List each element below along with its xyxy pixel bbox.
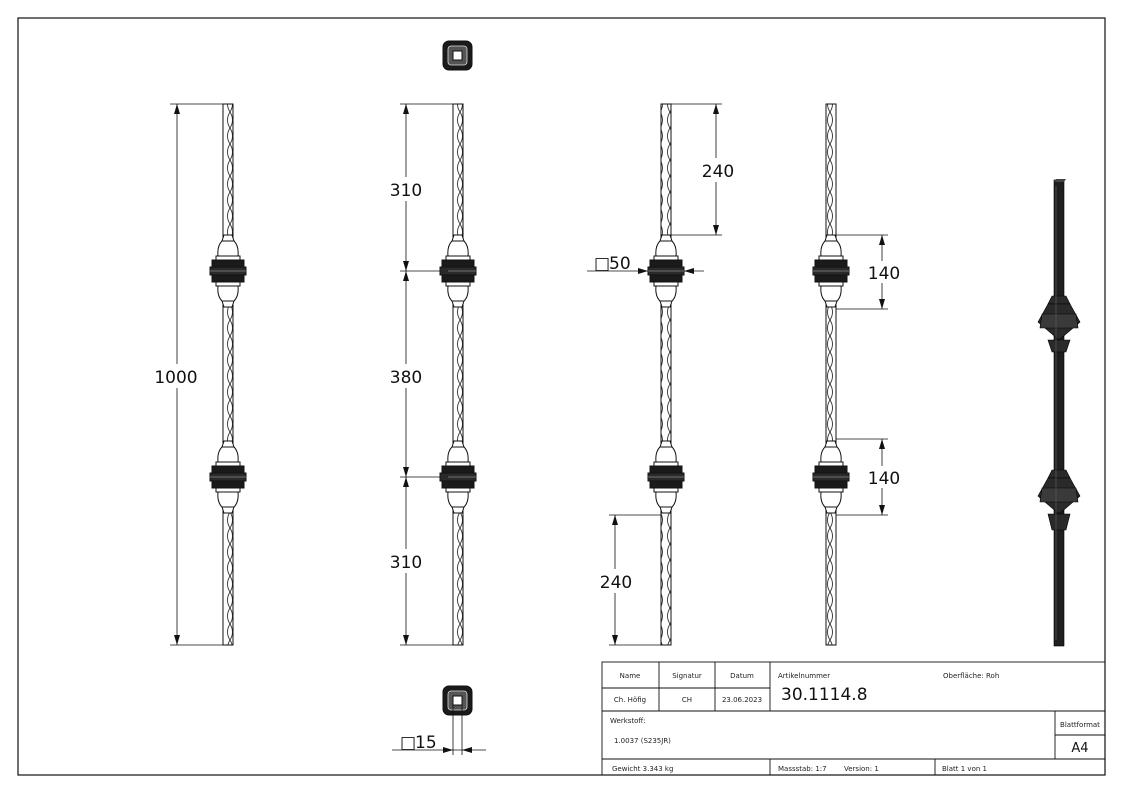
bar-front-view: [209, 103, 247, 646]
dimension-segments: 310 380 310: [389, 103, 453, 646]
material-value: 1.0037 (S235JR): [614, 737, 671, 745]
dimension-text-140-lower: 140: [868, 469, 900, 489]
bar-detail-view: [812, 103, 850, 646]
sheet-format-label: Blattformat: [1060, 721, 1100, 729]
bottom-end-view: □ 15: [392, 685, 486, 755]
dimension-section: 240 240 □ 50: [587, 103, 736, 646]
dimension-text-1000: 1000: [154, 368, 197, 388]
header-date: Datum: [730, 672, 754, 680]
material-label: Werkstoff:: [610, 717, 646, 725]
surface-finish: Oberfläche: Roh: [943, 672, 999, 680]
dimension-knots: 140 140: [836, 234, 902, 516]
bar-3d-render: [1037, 179, 1081, 647]
square-symbol-15: □: [400, 733, 416, 753]
version: Version: 1: [844, 765, 879, 773]
dimension-text-140-upper: 140: [868, 264, 900, 284]
top-end-view: [442, 40, 473, 71]
sheet-number: Blatt 1 von 1: [942, 765, 987, 773]
header-name: Name: [620, 672, 641, 680]
sheet-format-value: A4: [1071, 741, 1088, 756]
bar-section-view: [647, 103, 685, 646]
title-block: [601, 661, 1106, 776]
drawn-by-signature: CH: [682, 696, 692, 704]
scale: Massstab: 1:7: [778, 765, 827, 773]
dimension-text-15: 15: [415, 733, 437, 753]
drawing-frame: [17, 17, 1106, 776]
article-number: 30.1114.8: [781, 685, 868, 705]
drawn-date: 23.06.2023: [722, 696, 762, 704]
dimension-text-310-lower: 310: [390, 553, 422, 573]
weight: Gewicht 3.343 kg: [612, 765, 673, 773]
dimension-text-240-bottom: 240: [600, 573, 632, 593]
header-signature: Signatur: [672, 672, 702, 680]
dimension-text-310-upper: 310: [390, 181, 422, 201]
square-symbol-50: □: [594, 254, 610, 274]
dimension-text-50: 50: [609, 254, 631, 274]
dimension-text-240-top: 240: [702, 162, 734, 182]
article-number-label: Artikelnummer: [778, 672, 830, 680]
bar-side-view: [439, 103, 477, 646]
dimension-text-380: 380: [390, 368, 422, 388]
drawn-by-name: Ch. Höfig: [614, 696, 646, 704]
dimension-overall-length: 1000: [152, 103, 223, 646]
